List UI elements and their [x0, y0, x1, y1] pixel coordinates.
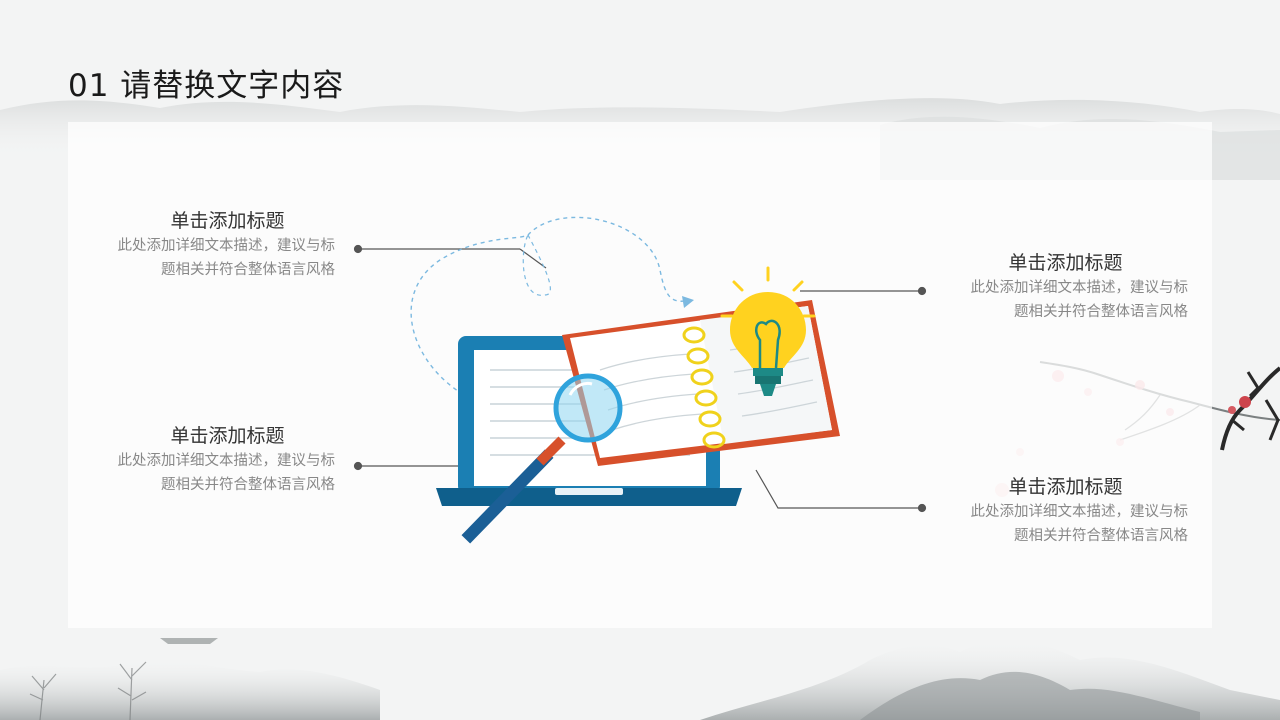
slide-title: 01 请替换文字内容	[68, 68, 345, 104]
connector-bottom-left	[353, 461, 458, 471]
item-heading[interactable]: 单击添加标题	[170, 210, 285, 232]
item-description-line[interactable]: 题相关并符合整体语言风格	[161, 477, 335, 493]
item-heading[interactable]: 单击添加标题	[1008, 476, 1123, 498]
item-bottom-left: 单击添加标题 此处添加详细文本描述，建议与标 题相关并符合整体语言风格	[90, 423, 336, 497]
connector-bottom-right	[755, 469, 927, 513]
item-bottom-right: 单击添加标题 此处添加详细文本描述，建议与标 题相关并符合整体语言风格	[943, 474, 1189, 548]
item-description-line[interactable]: 此处添加详细文本描述，建议与标	[117, 453, 336, 469]
item-description-line[interactable]: 题相关并符合整体语言风格	[1014, 304, 1188, 320]
item-description-line[interactable]: 题相关并符合整体语言风格	[1014, 528, 1188, 544]
item-heading[interactable]: 单击添加标题	[1008, 252, 1123, 274]
item-top-left: 单击添加标题 此处添加详细文本描述，建议与标 题相关并符合整体语言风格	[90, 208, 336, 282]
item-description-line[interactable]: 此处添加详细文本描述，建议与标	[117, 238, 336, 254]
magnifier-icon	[461, 373, 623, 544]
item-description-line[interactable]: 题相关并符合整体语言风格	[161, 262, 335, 278]
item-description-line[interactable]: 此处添加详细文本描述，建议与标	[970, 504, 1189, 520]
dashed-path	[410, 216, 691, 411]
arrow-icon	[682, 296, 694, 308]
connector-top-left	[353, 244, 547, 269]
item-top-right: 单击添加标题 此处添加详细文本描述，建议与标 题相关并符合整体语言风格	[943, 250, 1189, 324]
lightbulb-icon	[720, 266, 816, 396]
connector-top-right	[800, 286, 927, 296]
item-heading[interactable]: 单击添加标题	[170, 425, 285, 447]
item-description-line[interactable]: 此处添加详细文本描述，建议与标	[970, 280, 1189, 296]
